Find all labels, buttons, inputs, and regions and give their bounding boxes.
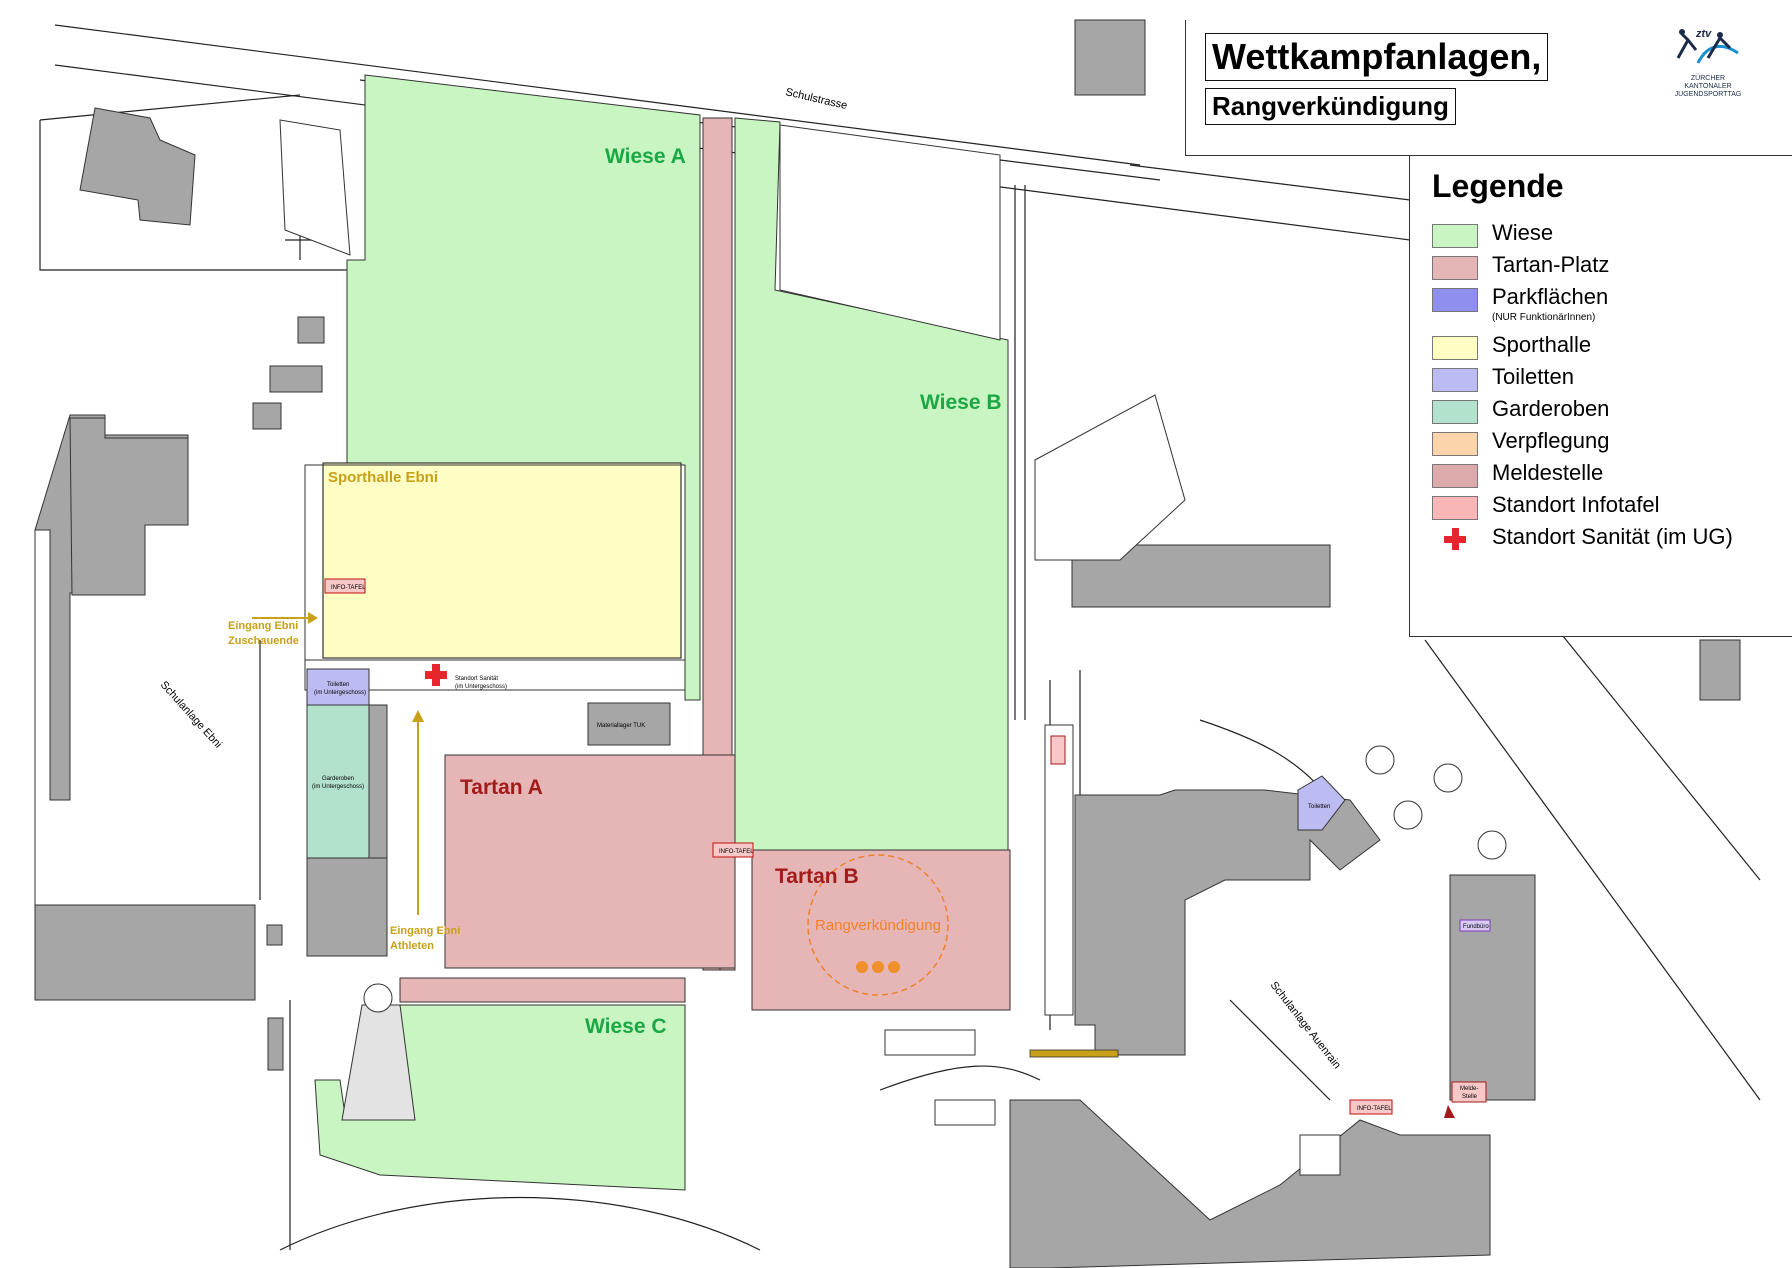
fundbuero-box [1459, 919, 1491, 932]
tartan-b-area [751, 849, 1011, 1011]
legend-label: Verpflegung [1492, 428, 1610, 453]
legend-swatch [1432, 464, 1478, 488]
meldestelle-line1: Melde- [1460, 1086, 1478, 1092]
street-lines [39, 24, 1761, 1251]
eingang-zuschauende-line1: Eingang Ebni [228, 620, 298, 632]
legend-swatch [1432, 432, 1478, 456]
legend-label: Meldestelle [1492, 460, 1604, 485]
tartan-strip-bottom [399, 977, 686, 1003]
outline-shapes [279, 119, 1341, 1176]
garderoben-line2: (im Untergeschoss) [312, 784, 364, 790]
toiletten-area [306, 668, 370, 706]
schulanlage-auenrain-label: Schulanlage Auenrain [1268, 979, 1343, 1071]
legend-label: Toiletten [1492, 364, 1574, 389]
legend-swatch [1432, 368, 1478, 392]
left-buildings [34, 107, 325, 1071]
entrance-arrow-icon [252, 612, 424, 915]
meldestelle-line2: Stelle [1462, 1094, 1478, 1100]
legend-label: Tartan-Platz [1492, 252, 1610, 277]
schulanlage-ebni-label: Schulanlage Ebni [158, 679, 224, 751]
page-title: Wettkampfanlagen, [1205, 33, 1549, 81]
legend-swatch [1432, 496, 1478, 520]
legend-label: Standort Sanität (im UG) [1492, 524, 1733, 549]
logo-line3: JUGENDSPORTTAG [1674, 91, 1742, 98]
info-tafel-tartan [712, 842, 754, 858]
page-subtitle: Rangverkündigung [1205, 88, 1456, 125]
info-tafel-auenrain-label: INFO-TAFEL [1357, 1106, 1392, 1112]
block-below-garderoben [306, 857, 388, 957]
meldestelle-arrow-icon [1444, 1105, 1455, 1118]
logo-mark: ztv [1696, 28, 1712, 40]
toiletten-b-area [1297, 775, 1346, 831]
sporthalle-area [322, 462, 682, 659]
eingang-zuschauende-line2: Zuschauende [228, 635, 299, 647]
tartan-b-label: Tartan B [775, 865, 859, 888]
sanitaet-line1: Standort Sanität [455, 676, 498, 682]
athlete-logo-icon [1676, 29, 1739, 64]
rangverkuendigung-circle [807, 854, 949, 996]
wiese-b-label: Wiese B [920, 391, 1002, 414]
info-tafel-auenrain [1349, 1099, 1393, 1115]
legend-swatch [1432, 400, 1478, 424]
toiletten-line1: Toiletten [327, 682, 349, 688]
garderoben-building [368, 704, 388, 859]
tartan-a-main [444, 754, 736, 969]
red-cross-icon [1444, 528, 1466, 550]
parking-small-red [1050, 735, 1066, 765]
info-tafel-halle [324, 578, 366, 594]
golden-bar [1029, 1049, 1119, 1058]
legend-label: Parkflächen [1492, 284, 1609, 309]
legend-swatch [1432, 256, 1478, 280]
legend-title: Legende [1432, 168, 1564, 204]
legend-swatch [1432, 336, 1478, 360]
info-tafel-tartan-label: INFO-TAFEL [719, 849, 754, 855]
wiese-a-label: Wiese A [605, 145, 686, 168]
schulstrasse-label: Schulstrasse [784, 86, 848, 112]
logo-line1: ZÜRCHER [1690, 75, 1726, 82]
materiallager-building [587, 702, 671, 746]
eingang-athleten-line2: Athleten [390, 940, 434, 952]
legend-label: Wiese [1492, 220, 1554, 245]
fundbuero-label: Fundbüro [1463, 924, 1489, 930]
sanitaet-line2: (im Untergeschoss) [455, 684, 507, 690]
garderoben-area [306, 704, 370, 859]
legend-swatch [1432, 224, 1478, 248]
materiallager-label: Materiallager TUK [597, 723, 645, 729]
logo-line2: KANTONALER [1684, 83, 1732, 90]
legend-sublabel: (NUR FunktionärInnen) [1492, 312, 1596, 323]
podium-icon [856, 961, 900, 973]
garderoben-line1: Garderoben [322, 776, 354, 782]
info-tafel-halle-label: INFO-TAFEL [331, 585, 366, 591]
entrance-circle [363, 983, 393, 1013]
meldestelle-box [1451, 1081, 1487, 1103]
ztv-logo: ztv ZÜRCHER KANTONALER JUGENDSPORTTAG [1668, 28, 1748, 108]
legend-label: Standort Infotafel [1492, 492, 1660, 517]
toiletten-line2: (im Untergeschoss) [314, 690, 366, 696]
sporthalle-label: Sporthalle Ebni [328, 469, 438, 486]
wiese-c-label: Wiese C [585, 1015, 667, 1038]
auenrain-details [1365, 745, 1507, 860]
toiletten-b-label: Toiletten [1308, 804, 1330, 810]
legend-label: Sporthalle [1492, 332, 1592, 357]
tartan-a-label: Tartan A [460, 776, 543, 799]
rangverkuendigung-label: Rangverkündigung [815, 917, 941, 934]
red-cross-icon [425, 664, 447, 686]
eingang-athleten-line1: Eingang Ebni [390, 925, 460, 937]
legend-label: Garderoben [1492, 396, 1610, 421]
legend-swatch [1432, 288, 1478, 312]
